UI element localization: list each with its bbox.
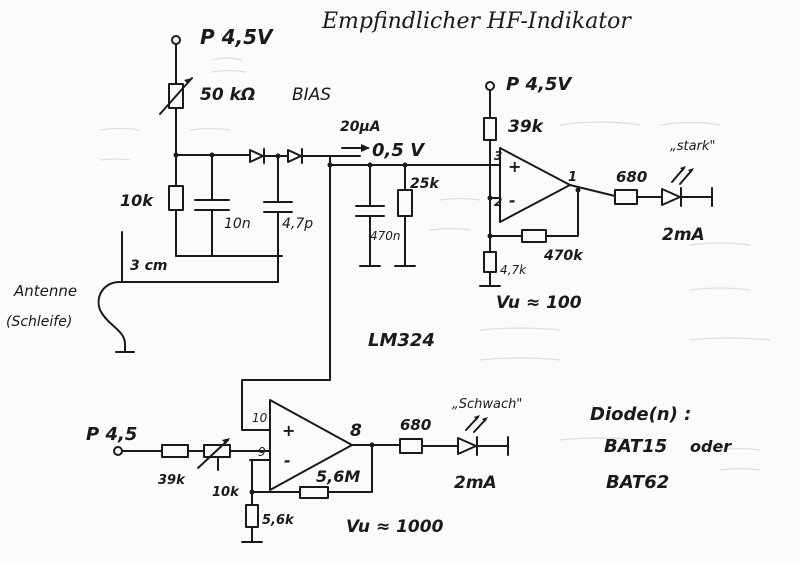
label-ic: LM324	[368, 330, 435, 351]
label-r-5M6: 5,6M	[316, 467, 360, 486]
label-vu-top: Vu ≈ 100	[496, 293, 582, 313]
antenna-loop	[97, 281, 279, 353]
supply-terminal-bottom	[113, 446, 123, 456]
label-r-25k: 25k	[410, 176, 440, 192]
label-bias-pot: 50 kΩ	[200, 85, 255, 105]
diode-2	[287, 148, 303, 164]
faint-pencil-notes	[99, 57, 771, 471]
label-led-top-current: 2mA	[662, 225, 705, 245]
label-r-470k: 470k	[543, 248, 584, 264]
led-strong	[661, 187, 682, 207]
led-weak	[457, 436, 478, 456]
label-plus-top: +	[508, 157, 521, 176]
label-c-4p7: 4,7p	[282, 216, 313, 232]
label-antenna-length: 3 cm	[130, 258, 168, 274]
resistor-10k	[168, 185, 184, 211]
resistor-680-top	[614, 189, 638, 205]
label-minus-top: -	[509, 191, 516, 210]
label-diode-or: oder	[690, 437, 732, 456]
label-supply-bottom: P 4,5	[86, 424, 137, 445]
label-r-680-top: 680	[616, 168, 647, 186]
label-supply-right: P 4,5V	[506, 74, 573, 95]
label-pin8: 8	[350, 421, 362, 441]
label-r-39k-top: 39k	[508, 117, 545, 137]
supply-terminal-right	[485, 81, 495, 91]
label-led-bottom-current: 2mA	[454, 473, 497, 493]
resistor-25k	[397, 189, 413, 217]
supply-terminal-top	[171, 35, 181, 45]
label-r-5k6: 5,6k	[262, 513, 295, 528]
label-diode-heading: Diode(n) :	[590, 404, 691, 425]
label-bias: BIAS	[292, 85, 331, 105]
resistor-39k-top	[483, 117, 497, 141]
label-pin9: 9	[258, 445, 266, 459]
label-minus-bottom: -	[284, 451, 291, 470]
label-r-4k7: 4,7k	[500, 263, 527, 277]
opamp-top	[499, 147, 571, 223]
resistor-5M6	[299, 486, 329, 499]
label-voltage: 0,5 V	[372, 140, 426, 161]
label-diode-a: BAT15	[604, 436, 667, 457]
label-weak: „Schwach"	[452, 397, 522, 412]
resistor-5k6	[245, 504, 259, 528]
label-pot-10k: 10k	[212, 485, 240, 500]
capacitor-4p7	[263, 201, 293, 213]
label-current: 20µA	[340, 119, 381, 135]
label-vu-bottom: Vu ≈ 1000	[346, 517, 444, 537]
title: Empfindlicher HF-Indikator	[321, 9, 632, 34]
resistor-4k7	[483, 251, 497, 273]
label-c-10n: 10n	[224, 216, 251, 232]
resistor-680-bottom	[399, 438, 423, 454]
label-pin10: 10	[252, 411, 268, 425]
label-pin1: 1	[568, 170, 577, 185]
label-supply-top: P 4,5V	[200, 25, 274, 49]
label-c-470n: 470n	[370, 229, 401, 243]
label-r-10k: 10k	[120, 191, 154, 210]
label-r-39k-bottom: 39k	[158, 473, 186, 488]
resistor-39k-bottom	[161, 444, 189, 458]
label-loop: (Schleife)	[6, 314, 72, 330]
label-antenna: Antenne	[13, 282, 77, 300]
diode-1	[249, 148, 265, 164]
opamp-bottom	[269, 399, 353, 491]
label-strong: „stark"	[670, 139, 715, 154]
capacitor-10n	[194, 199, 230, 211]
label-pin2: 2	[494, 195, 502, 209]
label-pin3: 3	[494, 149, 502, 163]
resistor-470k	[521, 229, 547, 243]
label-plus-bottom: +	[282, 421, 295, 440]
label-diode-b: BAT62	[606, 472, 669, 493]
label-r-680-bottom: 680	[400, 416, 431, 434]
capacitor-470n	[355, 205, 385, 217]
